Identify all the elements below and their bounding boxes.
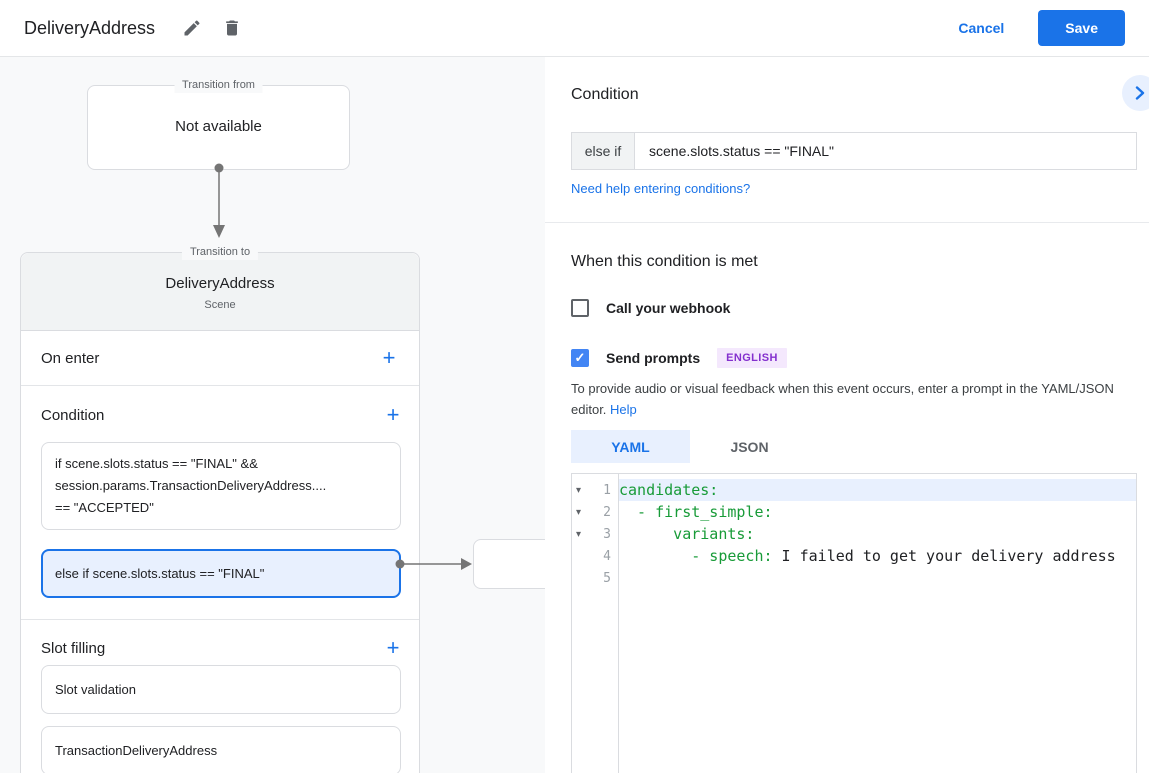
prompts-description: To provide audio or visual feedback when… xyxy=(571,378,1136,421)
tab-yaml[interactable]: YAML xyxy=(571,430,690,463)
delete-scene-button[interactable] xyxy=(215,11,249,45)
fold-toggle-icon[interactable]: ▾ xyxy=(576,528,582,540)
webhook-label: Call your webhook xyxy=(606,300,731,316)
prompts-help-link[interactable]: Help xyxy=(610,402,637,418)
condition-section: Condition + if scene.slots.status == "FI… xyxy=(21,386,419,598)
top-bar: DeliveryAddress Cancel Save xyxy=(0,0,1149,57)
condition-input-row: else if xyxy=(571,132,1137,170)
slot-filling-section-header: Slot filling + xyxy=(41,633,399,663)
yaml-key-token: - speech: xyxy=(619,547,773,565)
slot-filling-label: Slot filling xyxy=(41,639,106,657)
condition-item-else-if-selected[interactable]: else if scene.slots.status == "FINAL" xyxy=(41,549,401,598)
title-group: DeliveryAddress xyxy=(24,11,249,45)
gutter-line: ▾2 xyxy=(572,501,618,523)
page-title: DeliveryAddress xyxy=(24,17,156,38)
add-on-enter-button[interactable]: + xyxy=(375,344,403,372)
condition-expression-input[interactable] xyxy=(635,133,1136,169)
gutter-line: 5 xyxy=(572,567,618,589)
gutter-line: ▾1 xyxy=(572,479,618,501)
transaction-delivery-address-item[interactable]: TransactionDeliveryAddress xyxy=(41,726,401,773)
fold-toggle-icon[interactable]: ▾ xyxy=(576,484,582,496)
action-buttons: Cancel Save xyxy=(958,10,1125,46)
line-number: 3 xyxy=(603,526,611,542)
transition-from-box[interactable]: Transition from Not available xyxy=(87,78,350,170)
condition-line: if scene.slots.status == "FINAL" && xyxy=(55,456,258,471)
save-button[interactable]: Save xyxy=(1038,10,1125,46)
transition-to-legend: Transition to xyxy=(181,245,259,260)
transition-target-box[interactable] xyxy=(473,539,545,589)
condition-transition-arrow xyxy=(395,558,472,570)
trash-icon xyxy=(226,20,238,36)
yaml-key-token: candidates: xyxy=(619,481,719,499)
fold-toggle-icon[interactable]: ▾ xyxy=(576,506,582,518)
condition-line: else if scene.slots.status == "FINAL" xyxy=(55,565,265,581)
yaml-key-token: variants: xyxy=(619,525,755,543)
code-line[interactable]: candidates: xyxy=(619,479,1136,501)
condition-line: == "ACCEPTED" xyxy=(55,500,154,515)
condition-help-link[interactable]: Need help entering conditions? xyxy=(571,181,751,196)
condition-met-title: When this condition is met xyxy=(571,253,758,270)
add-condition-button[interactable]: + xyxy=(379,401,407,429)
tab-json[interactable]: JSON xyxy=(690,430,809,463)
yaml-key-token: - first_simple: xyxy=(619,503,773,521)
code-line[interactable]: - speech: I failed to get your delivery … xyxy=(619,545,1136,567)
slot-item-label: Slot validation xyxy=(55,682,136,697)
code-line[interactable]: variants: xyxy=(619,523,1136,545)
condition-item-if[interactable]: if scene.slots.status == "FINAL" && sess… xyxy=(41,442,401,530)
edit-scene-button[interactable] xyxy=(175,11,209,45)
slot-filling-section: Slot filling + Slot validation Transacti… xyxy=(21,619,419,773)
send-prompts-option-row: ✓ Send prompts ENGLISH xyxy=(571,348,787,368)
pencil-icon xyxy=(184,20,200,36)
line-number: 2 xyxy=(603,504,611,520)
on-enter-label: On enter xyxy=(41,349,100,367)
line-number: 4 xyxy=(603,548,611,564)
yaml-value-token: I failed to get your delivery address xyxy=(772,547,1116,565)
collapse-panel-button[interactable] xyxy=(1122,75,1149,111)
flow-canvas[interactable]: Transition from Not available Transition… xyxy=(0,57,545,773)
condition-line: session.params.TransactionDeliveryAddres… xyxy=(55,478,327,493)
line-number: 5 xyxy=(603,570,611,586)
send-prompts-label: Send prompts xyxy=(606,350,701,366)
line-number: 1 xyxy=(603,482,611,498)
scene-card[interactable]: Transition to DeliveryAddress Scene On e… xyxy=(20,245,420,773)
webhook-checkbox[interactable] xyxy=(571,299,589,317)
editor-format-tabs: YAML JSON xyxy=(571,430,809,463)
webhook-option-row: Call your webhook xyxy=(571,299,730,317)
slot-item-label: TransactionDeliveryAddress xyxy=(55,743,218,758)
transition-from-legend: Transition from xyxy=(174,78,263,93)
chevron-right-icon xyxy=(1135,86,1145,100)
scene-title: DeliveryAddress xyxy=(165,275,275,292)
arrow-down-connector xyxy=(213,163,225,238)
add-slot-button[interactable]: + xyxy=(379,634,407,662)
panel-title: Condition xyxy=(571,86,639,103)
code-line[interactable]: - first_simple: xyxy=(619,501,1136,523)
language-badge: ENGLISH xyxy=(717,348,787,368)
condition-section-label: Condition xyxy=(41,406,105,424)
editor-code-area[interactable]: candidates: - first_simple: variants: - … xyxy=(619,474,1136,773)
prompts-description-text: To provide audio or visual feedback when… xyxy=(571,381,1114,418)
scene-card-header: DeliveryAddress Scene xyxy=(21,253,419,331)
condition-section-header: Condition + xyxy=(41,400,399,430)
gutter-line: ▾3 xyxy=(572,523,618,545)
scene-subtitle: Scene xyxy=(204,299,236,311)
on-enter-section: On enter + xyxy=(21,331,419,386)
condition-type-label: else if xyxy=(572,133,635,169)
panel-divider xyxy=(545,222,1149,223)
transition-from-value: Not available xyxy=(175,118,262,135)
main-area: Transition from Not available Transition… xyxy=(0,57,1149,773)
send-prompts-checkbox[interactable]: ✓ xyxy=(571,349,589,367)
cancel-button[interactable]: Cancel xyxy=(958,20,1005,36)
slot-validation-item[interactable]: Slot validation xyxy=(41,665,401,714)
code-line[interactable] xyxy=(619,567,1136,589)
condition-panel: Condition else if Need help entering con… xyxy=(545,57,1149,773)
check-icon: ✓ xyxy=(574,350,586,365)
gutter-line: 4 xyxy=(572,545,618,567)
